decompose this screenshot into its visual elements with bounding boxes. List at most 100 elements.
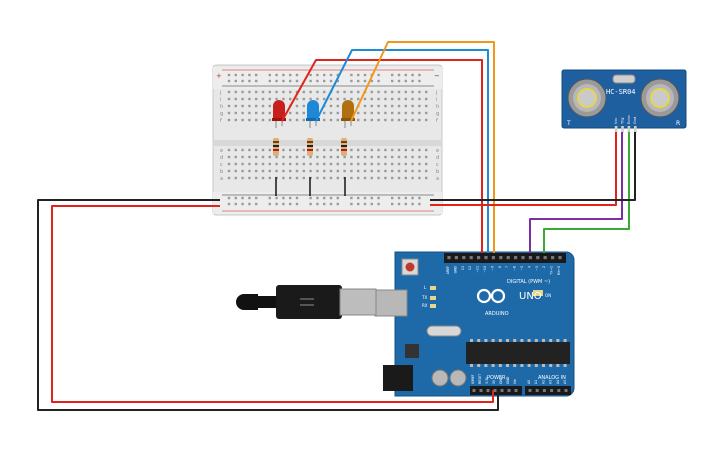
wire-sensor-trig[interactable] [529,132,623,253]
digital-pin[interactable] [469,256,473,260]
digital-pin-label: GND [453,265,457,273]
digital-pin[interactable] [536,256,540,260]
breadboard-holes [227,73,428,206]
wire-sensor-echo[interactable] [543,132,630,253]
digital-pin[interactable] [543,256,547,260]
breadboard-hole [384,90,387,94]
digital-pin[interactable] [558,256,562,260]
power-pin[interactable] [500,389,504,392]
on-led-label: ON [545,293,551,298]
breadboard-hole [241,162,244,166]
digital-pin[interactable] [528,256,532,260]
sensor-pin-label: Vcc [614,118,618,124]
breadboard-hole [302,104,305,108]
rail-hole [234,196,237,200]
breadboard-hole [275,97,278,101]
breadboard-hole [241,104,244,108]
led-blue[interactable] [306,100,320,128]
wire-sensor-vcc[interactable] [430,132,617,206]
analog-pin[interactable] [542,389,546,392]
led-red[interactable] [272,100,286,128]
breadboard-hole [241,148,244,152]
breadboard-hole [295,155,299,159]
sensor-pin[interactable] [614,126,618,133]
analog-pin[interactable] [550,389,554,392]
wire-5v-loop[interactable] [51,205,494,403]
breadboard-hole [370,118,373,122]
wire-orange-led[interactable] [350,41,495,253]
digital-pin[interactable] [484,256,488,260]
breadboard-hole [404,162,407,166]
analog-pin[interactable] [564,389,568,392]
wire-red-led[interactable] [281,59,483,253]
analog-pin-label: A2 [541,380,545,384]
power-pin[interactable] [479,389,483,392]
power-pin[interactable] [507,389,511,392]
digital-pin[interactable] [454,256,458,260]
rail-hole [295,73,299,77]
breadboard-hole [425,176,428,180]
rail-hole [391,73,394,77]
rail-hole [418,79,421,83]
rail-hole [316,202,319,206]
breadboard-hole [241,176,244,180]
digital-pin[interactable] [477,256,481,260]
resistor-1[interactable] [273,138,279,156]
sensor-pin[interactable] [621,126,624,133]
sensor-pin[interactable] [627,126,631,133]
rail-hole [370,196,373,200]
rail-hole [282,73,285,77]
power-pin[interactable] [493,389,497,392]
power-pin[interactable] [486,389,490,392]
breadboard-hole [255,97,258,101]
digital-pin[interactable] [506,256,510,260]
breadboard-hole [248,148,251,152]
chip-pin [470,339,473,342]
rail-hole [336,196,339,200]
breadboard-hole [357,118,360,122]
power-pin[interactable] [472,389,476,392]
analog-pin[interactable] [528,389,532,392]
breadboard-hole [302,97,305,101]
breadboard-hole [255,162,258,166]
led-orange[interactable] [341,100,355,128]
breadboard-hole [302,148,305,152]
digital-pin[interactable] [462,256,466,260]
breadboard-hole [418,118,421,122]
analog-pin-label: A1 [534,380,538,384]
chip-pin [491,364,495,367]
wire-sensor-gnd[interactable] [430,132,636,201]
rail-hole [275,73,278,77]
rail-hole [289,202,292,206]
analog-pin[interactable] [557,389,561,392]
breadboard-hole [411,176,414,180]
breadboard-hole [377,111,380,115]
resistor-3[interactable] [341,138,347,156]
rail-hole [329,196,333,200]
sensor-pin[interactable] [634,126,637,133]
digital-pin[interactable] [521,256,525,260]
power-pin[interactable] [514,389,518,392]
breadboard-hole [268,162,271,166]
digital-pin[interactable] [491,256,495,260]
digital-pin[interactable] [514,256,518,260]
rail-hole [275,79,278,83]
digital-pin[interactable] [447,256,451,260]
breadboard-hole [391,118,394,122]
rail-hole [234,73,237,77]
digital-pin[interactable] [551,256,555,260]
wire-blue-led[interactable] [315,49,489,253]
led-l-label: L [424,285,427,290]
breadboard-hole [255,104,258,108]
arduino-uno[interactable]: ARDUINO UNO DIGITAL (PWM ~) POWER ANALOG… [374,251,575,397]
breadboard-hole [282,162,285,166]
breadboard-hole [268,90,271,94]
rail-hole [418,196,421,200]
breadboard-hole [248,90,251,94]
analog-pin[interactable] [535,389,539,392]
wire-ground-loop[interactable] [37,199,499,411]
breadboard-hole [391,162,394,166]
digital-pin[interactable] [499,256,503,260]
resistor-2[interactable] [307,138,313,156]
